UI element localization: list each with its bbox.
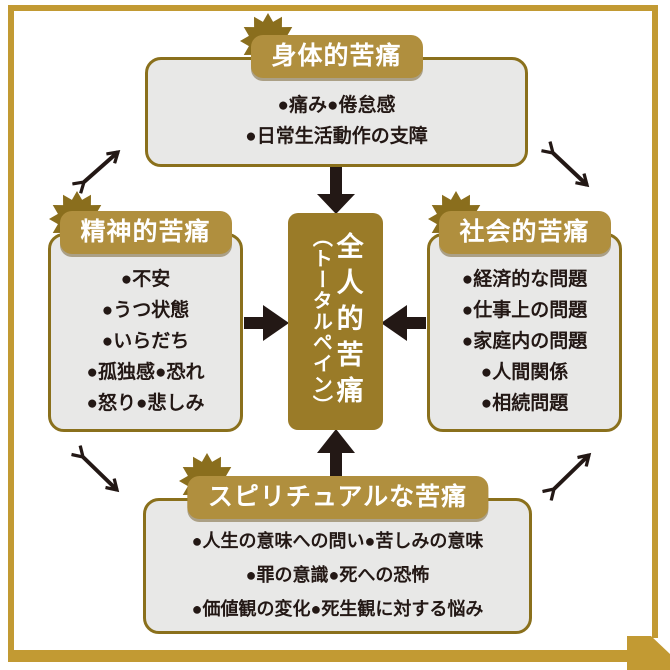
pain-item: ●仕事上の問題 [461, 300, 588, 321]
mental-pain-items: ●不安 ●うつ状態 ●いらだち ●孤独感●恐れ ●怒り●悲しみ [51, 262, 240, 421]
spiritual-pain-box: スピリチュアルな苦痛 ●人生の意味への問い●苦しみの意味 ●罪の意識●死への恐怖… [143, 476, 532, 634]
social-pain-box: 社会的苦痛 ●経済的な問題 ●仕事上の問題 ●家庭内の問題 ●人間関係 ●相続問… [427, 211, 622, 432]
solid-arrow-top-icon [317, 167, 355, 214]
pain-item: ●罪の意識●死への恐怖 [245, 565, 430, 585]
mental-pain-header: 精神的苦痛 [59, 211, 232, 254]
pain-item: ●人間関係 [480, 362, 569, 383]
double-arrows [83, 152, 589, 490]
double-headed-arrow-lower-left-icon [83, 457, 117, 490]
double-headed-arrow-upper-right-icon [553, 153, 587, 185]
center-arrows [244, 167, 426, 499]
solid-arrow-left-icon [244, 305, 289, 341]
solid-arrow-right-icon [381, 305, 426, 341]
total-pain-sublabel: （トータルペイン） [309, 227, 332, 416]
spiritual-pain-items: ●人生の意味への問い●苦しみの意味 ●罪の意識●死への恐怖 ●価値観の変化●死生… [146, 525, 529, 625]
frame-right-bar [652, 5, 658, 638]
page-frame [8, 5, 670, 670]
pain-item: ●不安 [120, 269, 171, 290]
physical-pain-items: ●痛み●倦怠感 ●日常生活動作の支障 [148, 84, 525, 158]
pain-item: ●孤独感●恐れ [86, 362, 205, 383]
double-headed-arrow-lower-right-icon [554, 455, 589, 489]
pain-item: ●怒り●悲しみ [86, 393, 205, 414]
total-pain-label: 全人的苦痛 [332, 231, 363, 412]
frame-bottom-bar [8, 650, 658, 662]
pain-item: ●人生の意味への問い●苦しみの意味 [191, 531, 484, 551]
social-pain-header: 社会的苦痛 [438, 211, 611, 254]
pain-item: ●いらだち [101, 331, 190, 352]
physical-pain-header: 身体的苦痛 [250, 35, 423, 78]
pain-item: ●うつ状態 [101, 300, 190, 321]
pain-item: ●価値観の変化●死生観に対する悩み [191, 599, 484, 619]
pain-item: ●日常生活動作の支障 [245, 126, 428, 147]
spiritual-pain-header: スピリチュアルな苦痛 [186, 476, 489, 519]
social-pain-items: ●経済的な問題 ●仕事上の問題 ●家庭内の問題 ●人間関係 ●相続問題 [430, 262, 619, 421]
frame-left-bar [8, 5, 14, 662]
physical-pain-box: 身体的苦痛 ●痛み●倦怠感 ●日常生活動作の支障 [145, 35, 528, 167]
folded-corner-icon [627, 636, 670, 670]
pain-item: ●経済的な問題 [461, 269, 588, 290]
double-headed-arrow-upper-left-icon [84, 152, 118, 182]
frame-top-bar [8, 5, 658, 11]
pain-item: ●家庭内の問題 [461, 331, 588, 352]
total-pain-center-box: 全人的苦痛 （トータルペイン） [288, 213, 383, 430]
mental-pain-box: 精神的苦痛 ●不安 ●うつ状態 ●いらだち ●孤独感●恐れ ●怒り●悲しみ [48, 211, 243, 432]
pain-item: ●痛み●倦怠感 [277, 95, 396, 116]
pain-item: ●相続問題 [480, 393, 569, 414]
